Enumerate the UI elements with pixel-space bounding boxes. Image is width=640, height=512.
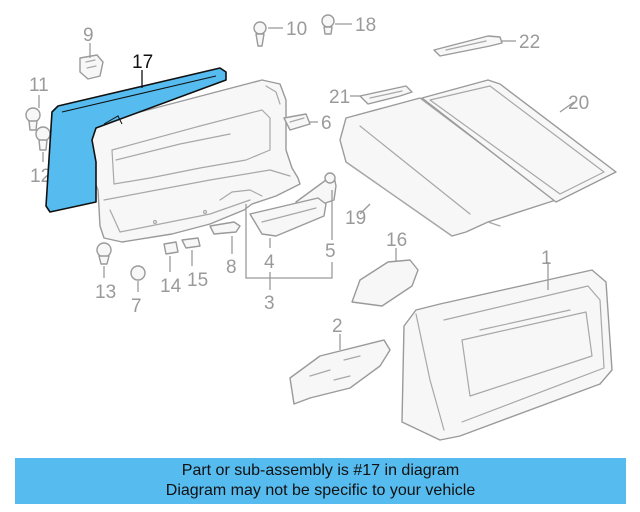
banner-line-1: Part or sub-assembly is #17 in diagram [181,462,460,479]
callout-1: 1 [541,248,552,269]
bracket-3 [245,204,333,290]
callout-9: 9 [83,25,94,46]
callout-19: 19 [345,208,366,229]
callout-15: 15 [187,270,208,291]
part-18-clip [321,14,335,35]
callout-17: 17 [132,52,153,73]
callout-4: 4 [264,252,275,273]
callout-12: 12 [30,166,51,187]
part-14-fastener [163,241,179,255]
part-15-fastener [181,237,201,249]
part-7-clip [130,265,146,281]
part-9-clip [79,54,104,80]
leader-20 [559,101,575,113]
part-2-bracket [289,339,391,405]
callout-6: 6 [321,113,332,134]
part-17-panel [45,67,227,213]
part-4-step-trim [249,197,327,237]
quarter-trim-panel [85,79,301,243]
callout-22: 22 [519,32,540,53]
callout-16: 16 [386,230,407,251]
part-12-fastener [35,126,51,151]
part-1-quarter-trim [401,269,613,441]
callout-8: 8 [226,257,237,278]
part-16-cover [351,259,419,307]
callout-20: 20 [568,93,589,114]
callout-2: 2 [332,316,343,337]
callout-18: 18 [355,15,376,36]
leader-19 [359,203,371,215]
callout-14: 14 [160,276,182,297]
banner-line-2: Diagram may not be specific to your vehi… [165,482,476,499]
part-6-bracket [283,113,311,131]
part-13-clip [96,242,112,265]
part-11-fastener [25,107,41,131]
callout-7: 7 [131,296,142,317]
callout-10: 10 [286,19,307,40]
callout-13: 13 [95,282,116,303]
callout-21: 21 [329,87,350,108]
part-22-handle [433,35,503,57]
part-10-screw [253,21,267,47]
callout-3: 3 [264,293,275,314]
parts-diagram: 9 10 18 22 11 12 [25,14,617,441]
part-21-handle [359,85,413,105]
part-8-pad [209,221,241,235]
callout-11: 11 [29,75,49,96]
info-banner: Part or sub-assembly is #17 in diagram D… [15,458,626,504]
part-20-cargo-cover [421,79,617,203]
callout-5: 5 [325,241,336,262]
